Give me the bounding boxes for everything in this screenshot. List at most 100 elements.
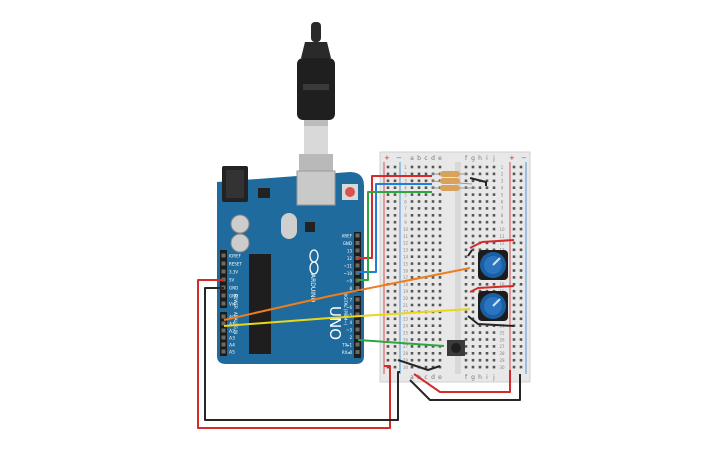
breadboard-hole bbox=[492, 193, 496, 196]
rail-hole bbox=[512, 227, 516, 231]
wire-green-button bbox=[357, 339, 445, 347]
power-pin-label: IOREF bbox=[229, 254, 242, 259]
digital-pin-label: ~5 bbox=[346, 313, 352, 318]
breadboard-hole bbox=[464, 193, 468, 196]
header-pin bbox=[355, 320, 360, 324]
header-pin bbox=[221, 293, 226, 298]
header-pin bbox=[221, 269, 226, 274]
analog-pin-label: A5 bbox=[229, 350, 235, 356]
breadboard-hole bbox=[478, 220, 482, 224]
rail-hole bbox=[393, 331, 397, 334]
breadboard-hole bbox=[424, 345, 428, 348]
breadboard-hole bbox=[410, 276, 414, 279]
rail-hole bbox=[393, 200, 397, 203]
breadboard-hole bbox=[478, 234, 482, 238]
rail-hole bbox=[393, 172, 397, 176]
breadboard-hole bbox=[417, 193, 421, 196]
rail-hole bbox=[393, 310, 397, 314]
header-pin bbox=[221, 261, 226, 266]
row-number: 9 bbox=[501, 220, 504, 225]
breadboard-hole bbox=[492, 365, 496, 369]
breadboard-hole bbox=[410, 317, 414, 321]
rail-hole bbox=[386, 365, 390, 369]
rail-hole bbox=[393, 179, 397, 183]
breadboard-hole bbox=[424, 227, 428, 231]
rail-hole bbox=[519, 227, 523, 231]
rail-hole bbox=[519, 193, 523, 196]
breadboard-hole bbox=[424, 193, 428, 196]
rail-hole bbox=[512, 310, 516, 314]
rail-hole bbox=[393, 165, 397, 169]
rail-hole bbox=[512, 352, 516, 355]
breadboard-hole bbox=[410, 338, 414, 341]
breadboard-hole bbox=[417, 269, 421, 272]
breadboard-hole bbox=[417, 255, 421, 258]
breadboard-hole bbox=[485, 283, 489, 286]
breadboard-hole bbox=[471, 310, 475, 314]
breadboard-hole bbox=[410, 179, 414, 183]
breadboard-hole bbox=[410, 234, 414, 238]
breadboard-hole bbox=[478, 248, 482, 252]
row-number: 12 bbox=[403, 241, 409, 246]
pushbutton[interactable] bbox=[447, 340, 465, 356]
breadboard-hole bbox=[471, 241, 475, 245]
column-letter: c bbox=[424, 155, 427, 162]
rail-hole bbox=[393, 289, 397, 293]
wire-black-pot2 bbox=[467, 315, 515, 327]
potentiometer[interactable] bbox=[478, 250, 508, 280]
rail-hole bbox=[519, 324, 523, 327]
breadboard-hole bbox=[471, 220, 475, 224]
breadboard-hole bbox=[471, 193, 475, 196]
breadboard-hole bbox=[478, 338, 482, 341]
breadboard-hole bbox=[464, 262, 468, 265]
rail-hole bbox=[393, 220, 397, 224]
digital-pin-label: ~6 bbox=[346, 305, 352, 310]
header-pin bbox=[355, 278, 360, 283]
row-number: 8 bbox=[404, 213, 407, 218]
breadboard-hole bbox=[471, 227, 475, 231]
rail-hole bbox=[393, 227, 397, 231]
breadboard-hole bbox=[417, 234, 421, 238]
potentiometer[interactable] bbox=[478, 291, 508, 321]
breadboard-hole bbox=[471, 234, 475, 238]
breadboard-hole bbox=[424, 303, 428, 307]
row-number: 1 bbox=[501, 165, 504, 170]
breadboard-hole bbox=[471, 352, 475, 355]
breadboard-hole bbox=[438, 214, 442, 217]
usb-cable bbox=[297, 22, 335, 172]
breadboard-hole bbox=[431, 234, 435, 238]
rail-hole bbox=[519, 310, 523, 314]
atmega-chip bbox=[249, 254, 271, 354]
rail-hole bbox=[512, 345, 516, 348]
breadboard-hole bbox=[424, 296, 428, 300]
wire-black-resistor bbox=[469, 177, 487, 186]
breadboard-hole bbox=[492, 248, 496, 252]
rail-hole bbox=[393, 352, 397, 355]
breadboard-hole bbox=[438, 352, 442, 355]
digital-pin-label: ~3 bbox=[346, 328, 352, 333]
rail-hole bbox=[386, 324, 390, 327]
breadboard-hole bbox=[431, 331, 435, 334]
rail-hole bbox=[519, 165, 523, 169]
breadboard-hole bbox=[424, 207, 428, 210]
header-pin bbox=[221, 253, 226, 258]
breadboard-hole bbox=[471, 200, 475, 203]
breadboard-hole bbox=[471, 207, 475, 210]
breadboard-hole bbox=[424, 172, 428, 176]
breadboard-hole bbox=[431, 358, 435, 362]
rail-hole bbox=[393, 365, 397, 369]
breadboard-hole bbox=[492, 172, 496, 176]
rail-hole bbox=[393, 276, 397, 279]
breadboard-hole bbox=[492, 283, 496, 286]
rail-hole bbox=[386, 338, 390, 341]
row-number: 7 bbox=[501, 206, 504, 211]
breadboard-hole bbox=[431, 289, 435, 293]
breadboard-hole bbox=[464, 289, 468, 293]
rail-hole bbox=[512, 296, 516, 300]
rail-hole bbox=[519, 345, 523, 348]
breadboard-hole bbox=[417, 165, 421, 169]
breadboard-hole bbox=[438, 338, 442, 341]
breadboard-hole bbox=[492, 220, 496, 224]
crystal bbox=[281, 213, 297, 239]
breadboard-hole bbox=[424, 269, 428, 272]
